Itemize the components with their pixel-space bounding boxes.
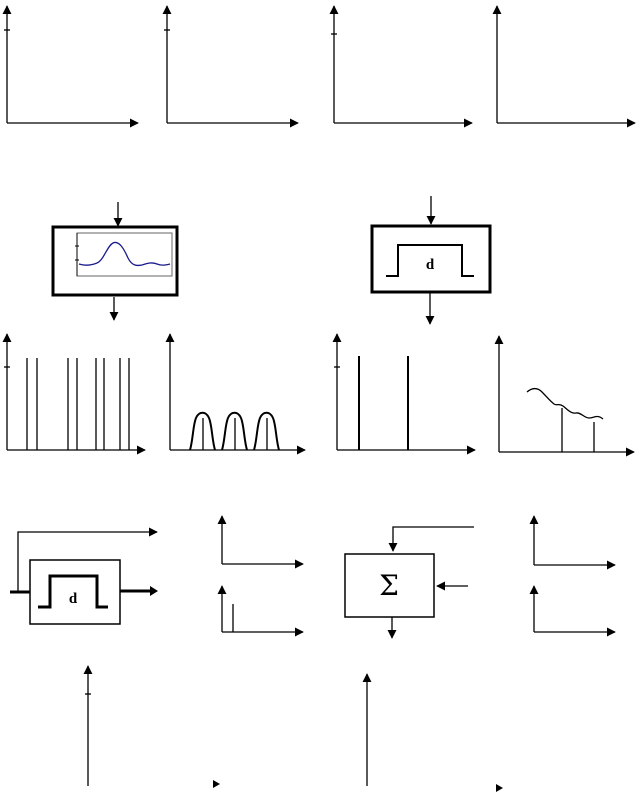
axes-1a — [2, 5, 139, 128]
empty-axes-row-1 — [2, 5, 636, 128]
axes-1c — [329, 5, 473, 128]
gate-block-small: d — [10, 527, 158, 625]
two-impulse-plot — [332, 333, 476, 455]
gate-label-large: d — [426, 257, 435, 273]
spectrum-curve — [78, 241, 171, 267]
gate-block-large: d — [370, 196, 492, 325]
pulse-bumps-plot — [165, 333, 306, 455]
axes-1b — [162, 5, 299, 128]
small-axes-pair-right — [529, 515, 616, 637]
gate-label-small: d — [69, 591, 78, 607]
axes-1d — [492, 5, 636, 128]
large-axes-right — [362, 673, 503, 792]
decaying-spectrum-plot — [494, 335, 635, 457]
large-axes-left — [83, 665, 220, 788]
impulse-train-plot — [2, 333, 146, 455]
small-axes-pair-left — [217, 515, 304, 637]
sigma-symbol: Σ — [379, 569, 399, 602]
summer-block: Σ — [344, 526, 474, 639]
spectrum-block — [51, 202, 179, 321]
